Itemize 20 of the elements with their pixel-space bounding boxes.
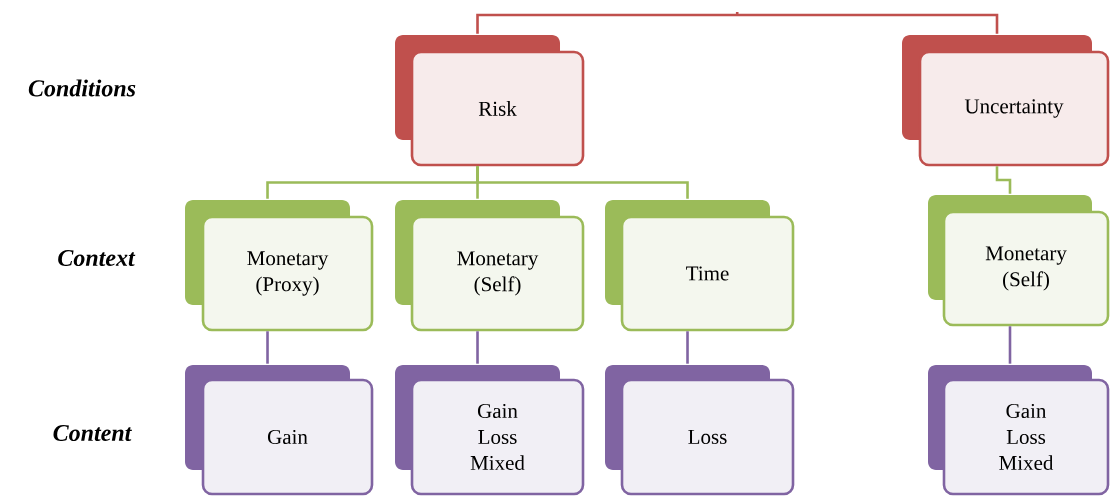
connector-line (686, 331, 689, 364)
connector-line (995, 166, 1012, 194)
stacked-box: Uncertainty (902, 35, 1110, 167)
stacked-box: Monetary (Proxy) (185, 200, 374, 332)
stacked-box: Time (605, 200, 795, 332)
row-label: Context (58, 249, 136, 267)
row-label: Conditions (28, 79, 136, 97)
connector-line (266, 331, 269, 364)
connector-line (476, 166, 689, 199)
connector-line (476, 331, 479, 364)
stacked-box: Gain Loss Mixed (928, 365, 1110, 496)
connector-line (1008, 326, 1012, 364)
connector-line (476, 10, 999, 34)
stacked-box: Monetary (Self) (395, 200, 585, 332)
row-label: Content (53, 424, 132, 442)
stacked-box: Monetary (Self) (928, 195, 1110, 327)
stacked-box: Gain Loss Mixed (395, 365, 585, 496)
stacked-box: Gain (185, 365, 374, 496)
stacked-box: Loss (605, 365, 795, 496)
stacked-box: Risk (395, 35, 585, 167)
